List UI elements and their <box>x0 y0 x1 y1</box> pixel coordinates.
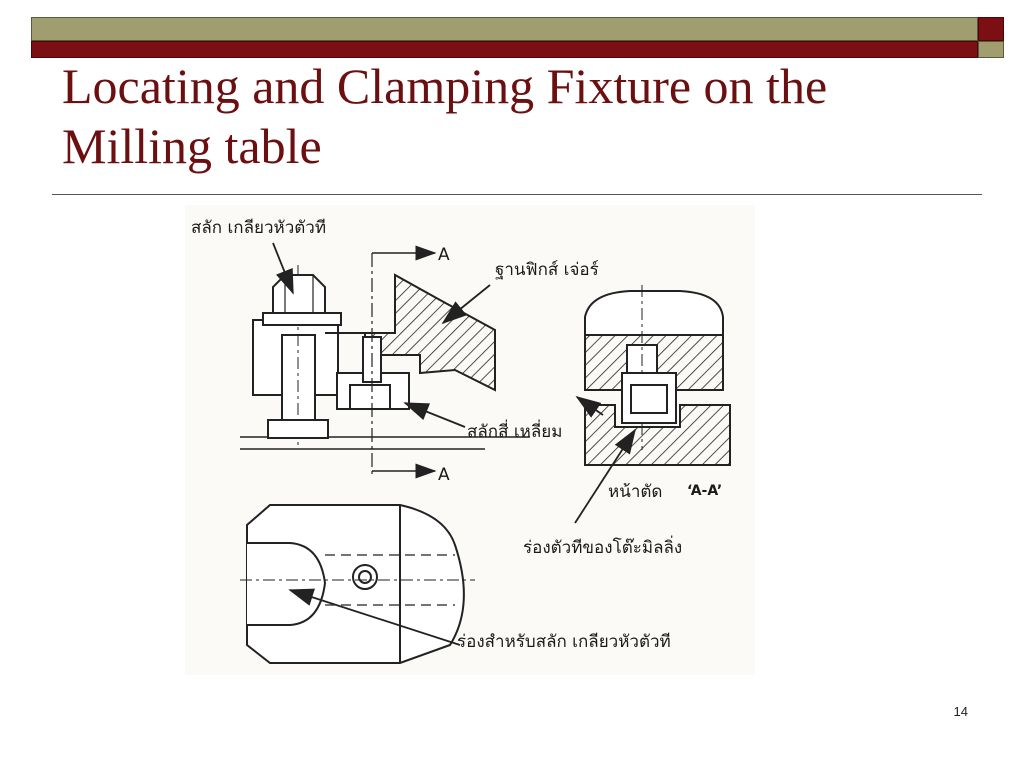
label-section-a-top: A <box>438 245 450 265</box>
header-bar-maroon <box>31 41 978 58</box>
title-divider <box>52 194 982 195</box>
fixture-drawing: สลัก เกลียวหัวตัวที A A ฐานฟิกส์ เจ่อร์ … <box>185 205 755 675</box>
label-table-t-slot: ร่องตัวทีของโต๊ะมิลลิ่ง <box>523 535 682 558</box>
slide-title: Locating and Clamping Fixture on the Mil… <box>62 58 828 174</box>
label-section-a-bottom: A <box>438 465 450 485</box>
label-stud-bolt: สลัก เกลียวหัวตัวที <box>191 218 326 238</box>
page-number: 14 <box>953 704 968 719</box>
front-view <box>240 245 530 479</box>
section-view-aa <box>584 285 731 466</box>
label-section-view-code: ‘A-A’ <box>687 483 722 499</box>
label-fixture-base: ฐานฟิกส์ เจ่อร์ <box>495 260 599 280</box>
leader-arrows <box>272 242 636 646</box>
label-section-view: หน้าตัด <box>608 482 662 502</box>
header-bar-olive <box>31 17 978 41</box>
label-square-key: สลักสี่ เหลี่ยม <box>467 419 562 442</box>
header-square-maroon <box>978 17 1004 41</box>
label-bolt-slot: ร่องสำหรับสลัก เกลียวหัวตัวที <box>457 632 671 652</box>
header-square-olive <box>978 41 1004 58</box>
